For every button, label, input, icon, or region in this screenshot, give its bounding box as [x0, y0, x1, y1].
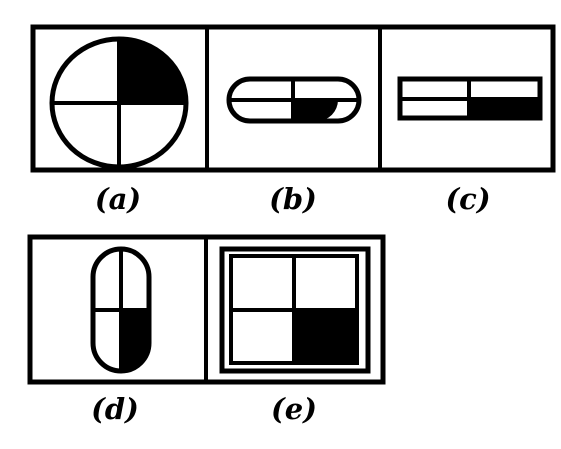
label-b: (b) — [269, 182, 317, 216]
figure-e-filled-quarter — [294, 310, 357, 363]
label-a: (a) — [94, 182, 142, 216]
figure-e-square — [219, 246, 371, 374]
figure-d-filled-quarter — [121, 310, 149, 371]
figure-b-capsule — [226, 76, 362, 124]
figure-c-filled-quarter — [469, 99, 540, 118]
figure-b-filled-quarter — [293, 100, 338, 121]
figure-a-filled-quadrant — [119, 39, 186, 103]
label-c: (c) — [445, 182, 491, 216]
label-d: (d) — [91, 392, 139, 426]
label-e: (e) — [271, 392, 317, 426]
figure-a-circle — [49, 36, 189, 170]
figure-c-rectangle — [397, 76, 543, 121]
panel-frame-top — [30, 24, 556, 173]
figure-d-capsule — [90, 246, 152, 374]
